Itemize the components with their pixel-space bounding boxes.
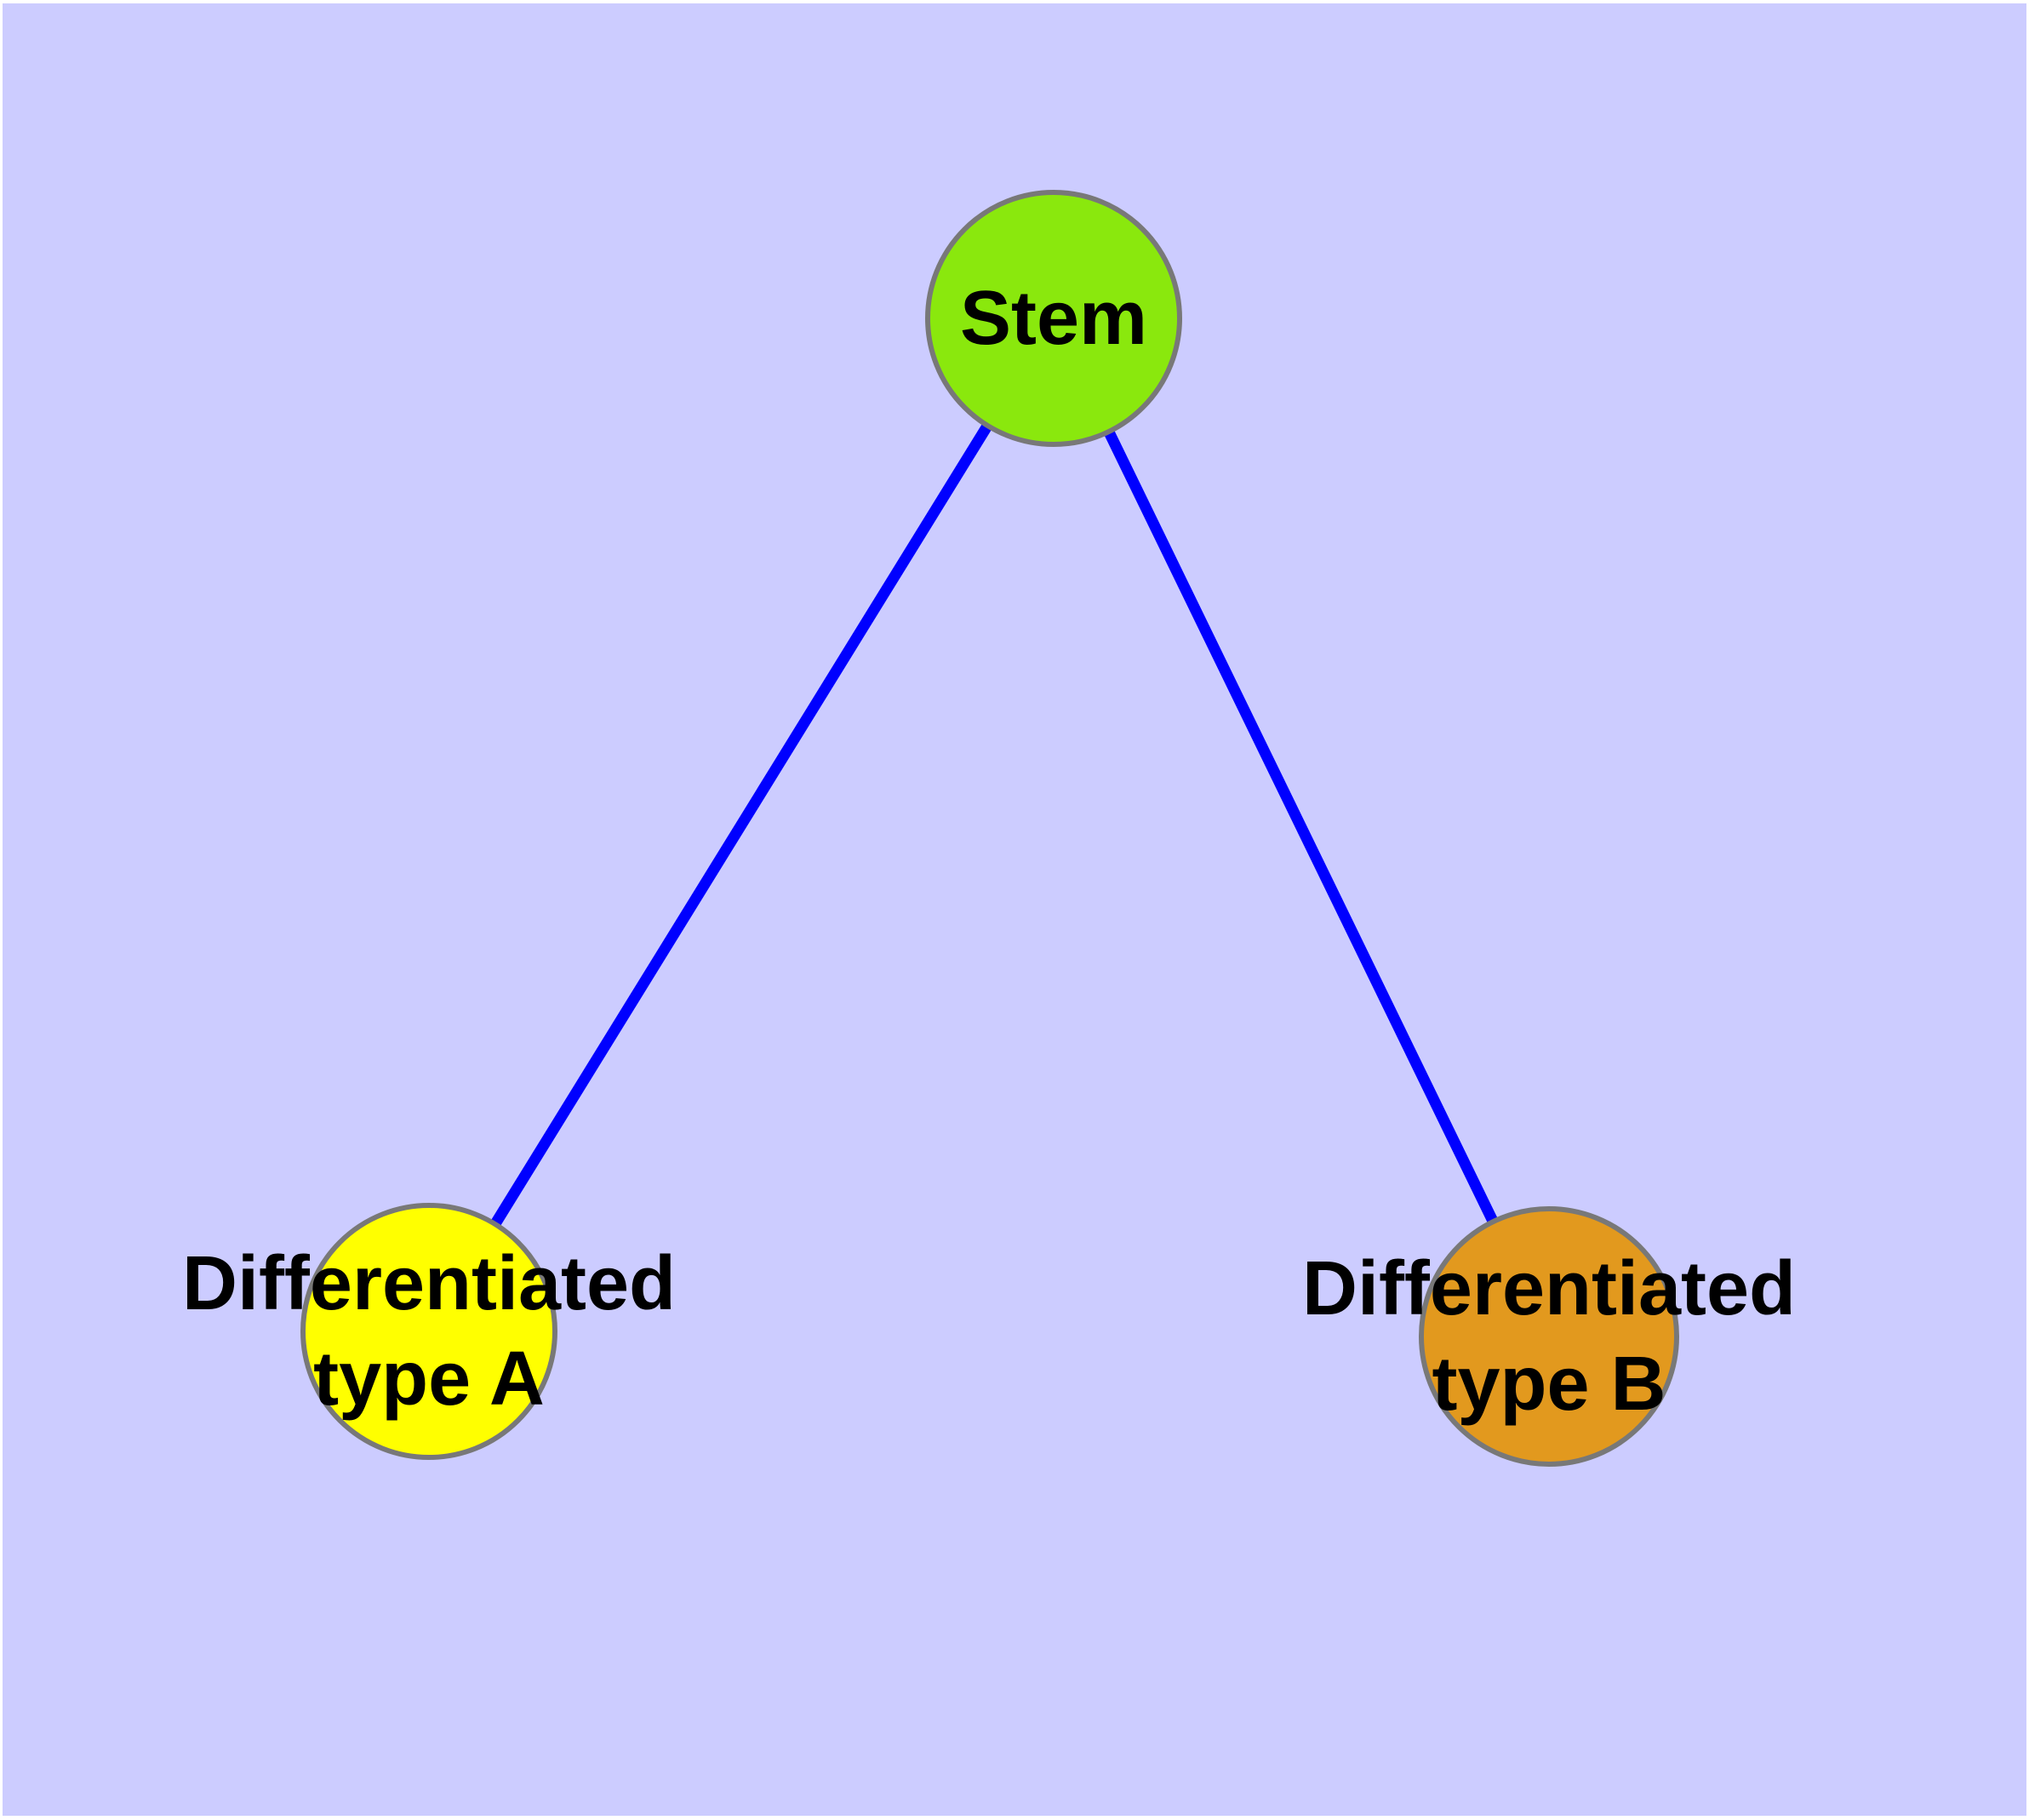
node-label-type-b-line2: type B <box>1432 1342 1666 1427</box>
node-label-type-b-line1: Differentiated <box>1302 1246 1796 1331</box>
node-label-stem-line1: Stem <box>960 276 1147 361</box>
nodes <box>300 190 1679 1467</box>
edge-stem-to-type-a <box>424 315 1059 1335</box>
node-circle-type-a <box>300 1203 557 1460</box>
node-label-type-a-line1: Differentiated <box>182 1241 676 1326</box>
node-label-type-a-line2: type A <box>313 1336 545 1422</box>
edges <box>424 315 1554 1339</box>
node-circle-stem <box>925 190 1182 447</box>
node-circle-type-b <box>1419 1206 1679 1467</box>
edge-stem-to-type-b <box>1049 316 1554 1339</box>
